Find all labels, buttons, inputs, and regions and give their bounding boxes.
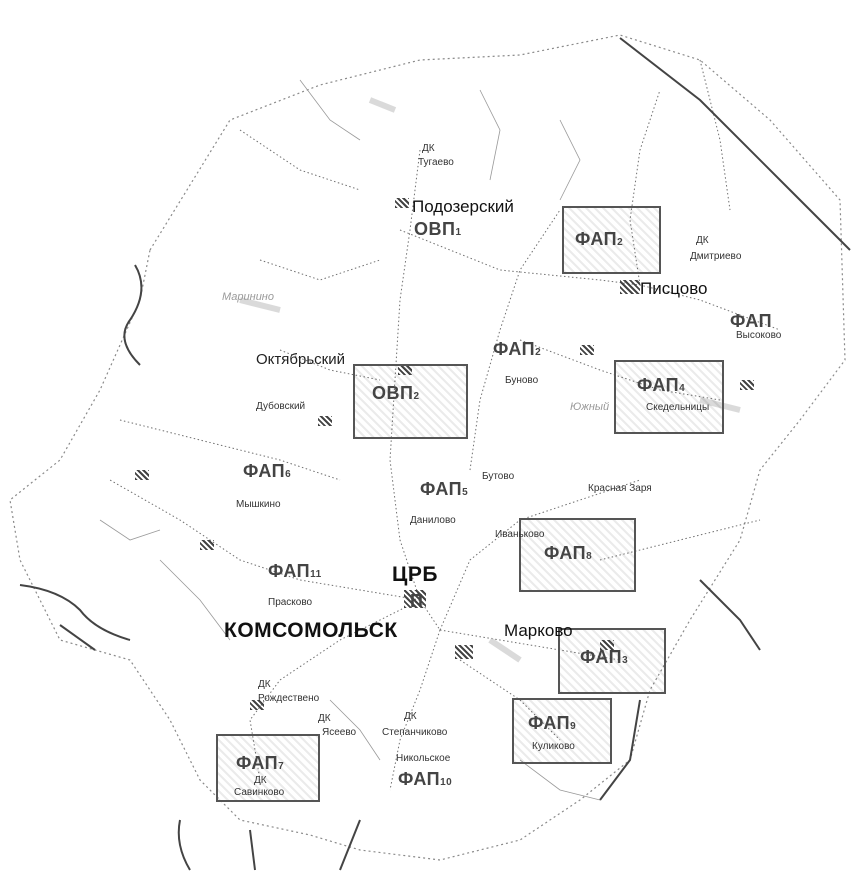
stepanchikovo-label: Степанчиково [382,727,448,738]
settlement-marker [620,280,640,294]
fap-9-label: ФАП9 [528,713,577,733]
fap-5-label: ФАП5 [420,479,469,499]
dmitrievo-label: Дмитриевo [690,251,742,262]
fap-4-label: ФАП4 [637,375,686,395]
dk-stepanchikovo-label: ДК [404,711,417,722]
pisczovo-label: Писцово [640,279,708,298]
vysokovo-label: Высоково [736,330,782,341]
fap-8-label: ФАП8 [544,543,593,563]
dk-rozhdestveno-label: ДК [258,679,271,690]
rivers-and-edges [19,37,851,871]
fap-2-box [562,206,661,274]
settlement-marker [135,470,149,480]
komsomolsk-label: КОМСОМОЛЬСК [224,619,398,642]
fap-bunovo-label: ФАП2 [493,339,542,359]
proskovo-label: Прасково [268,597,313,608]
nikolskoe-label: Никольское [396,753,451,764]
dk-tugaevo-label: ДК [422,143,435,154]
fap-7-label: ФАП7 [236,753,285,773]
ovp-2-box [353,364,468,439]
settlement-marker [398,365,412,375]
settlement-marker [580,345,594,355]
dk-yasevo-label: ДК [318,713,331,724]
danilovo-label: Данилово [410,515,456,526]
fap-9-box [512,698,612,764]
tugaevo-label: Тугаево [418,157,454,168]
settlement-marker [740,380,754,390]
settlement-marker [200,540,214,550]
butovo-label: Бутово [482,471,515,482]
settlement-marker [404,590,426,608]
yuzhny-label: Южный [570,401,610,413]
marinino-label: Маринино [222,291,274,303]
markovo-label: Марково [504,621,573,640]
ovp-oktyabrsky-label: ОВП2 [372,383,420,403]
rozhdestveno-label: Рождествено [258,693,320,704]
fap-11-label: ФАП11 [268,561,322,581]
kulikovo-label: Куликово [532,741,575,752]
minor-streams [99,79,601,801]
skelnitsy-label: Скедельницы [646,402,710,413]
fap-3-label: ФАП3 [580,647,629,667]
yasevo-label: Ясеево [322,727,357,738]
ivankovo-label: Иваньково [495,529,545,540]
settlement-marker [250,700,264,710]
fap-10-label: ФАП10 [398,769,453,789]
settlement-marker [600,640,614,650]
fap-4-box [614,360,724,434]
settlement-marker [455,645,473,659]
savinkovo-label: Савинково [234,787,285,798]
fap-right-label: ФАП [730,311,773,331]
krasnaya-zarya-label: Красная Заря [588,483,652,494]
podozersky-label: Подозерский [412,197,514,216]
crb-label: ЦРБ [392,563,438,586]
settlement-marker [395,198,409,208]
oktyabrsky-label: Октябрьский [256,351,345,368]
fap-8-box [519,518,636,592]
dk-savinkovo-label: ДК [254,775,267,786]
bunovo-label: Буново [505,375,539,386]
fap-2-top-label: ФАП2 [575,229,624,249]
fap-7-box [216,734,320,802]
ovp-podozersky-label: ОВП1 [414,219,462,239]
dk-dmitrievo-label: ДК [696,235,709,246]
forest-patches [239,97,741,663]
myshkino-label: Мышкино [236,499,281,510]
fap-6-label: ФАП6 [243,461,292,481]
settlement-marker [318,416,332,426]
fap-3-box [558,628,666,694]
dubovsky-label: Дубовский [256,401,306,412]
p-marker-label: П [410,591,424,611]
